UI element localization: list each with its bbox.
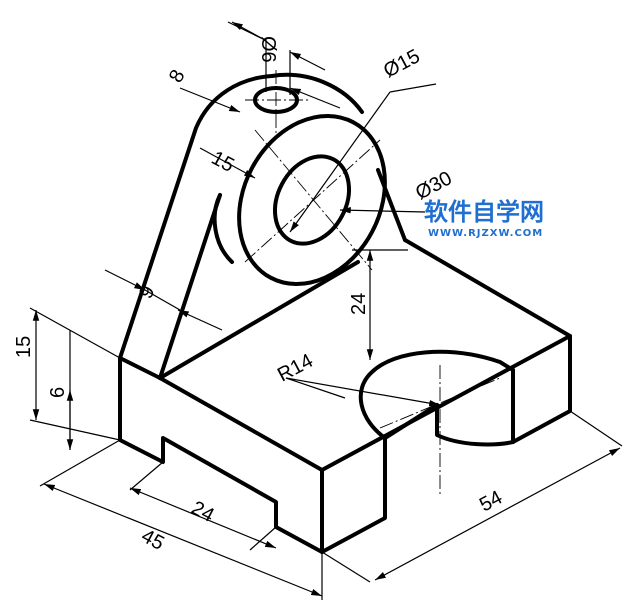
notch-arc [358,349,515,440]
boss-bore [273,154,351,246]
dim-8-line [179,87,241,113]
dim-d6-arrow-l [231,21,266,41]
label-6: 6 [47,387,69,398]
upright-left-edge [118,74,274,360]
dim-9-mid [137,285,181,311]
dim-45-ext-l [39,439,121,487]
dim-r14-shelf [285,377,346,399]
dim-d15-shelf [389,83,437,93]
label-d15: Ø15 [380,45,424,82]
dim-15-line [199,147,256,179]
dim-r14-leader [285,377,441,407]
upright-curve [212,193,234,264]
upright-base-joint [158,260,360,380]
dim-ext-1 [29,307,121,359]
upright-right-edge [376,168,407,242]
dim-8-line-2 [289,87,341,109]
label-15-height: 15 [13,336,35,358]
label-24-height: 24 [348,293,370,315]
upright-inner-edge [158,193,222,380]
dim-54 [374,447,621,581]
dim-d6-arrow-r [289,51,326,71]
watermark-title: 软件自学网 [424,198,544,226]
dim-54-ext-r [569,410,623,447]
boss-cylinder [237,70,387,287]
dim-d15-leader [289,91,391,233]
dim-45 [43,483,323,597]
dimension-lines [29,21,623,600]
watermark-url: WWW.RJZXW.COM [428,228,543,239]
boss-front-ring [237,113,387,287]
label-d6: Ø6 [257,36,279,63]
dim-ext-2 [29,419,121,441]
upright-support [118,74,407,380]
dim-24-ext-l [129,461,164,491]
dim-54-ext-l [321,551,371,583]
dim-9-line-2 [177,309,223,331]
label-15-boss: 15 [208,147,238,177]
label-8: 8 [165,66,190,86]
dim-d30-leader [339,207,426,214]
watermark: 软件自学网 WWW.RJZXW.COM [424,198,544,239]
base-top-edge [158,238,572,472]
boss-top [270,72,364,114]
notch-chord [383,403,439,440]
dimension-labels: Ø6 8 Ø15 15 Ø30 9 24 R14 15 6 24 45 54 [13,36,506,555]
base-front-edge [118,356,162,380]
label-45: 45 [138,525,168,555]
base-right-face-end [511,334,572,444]
notch-inner [435,403,515,447]
